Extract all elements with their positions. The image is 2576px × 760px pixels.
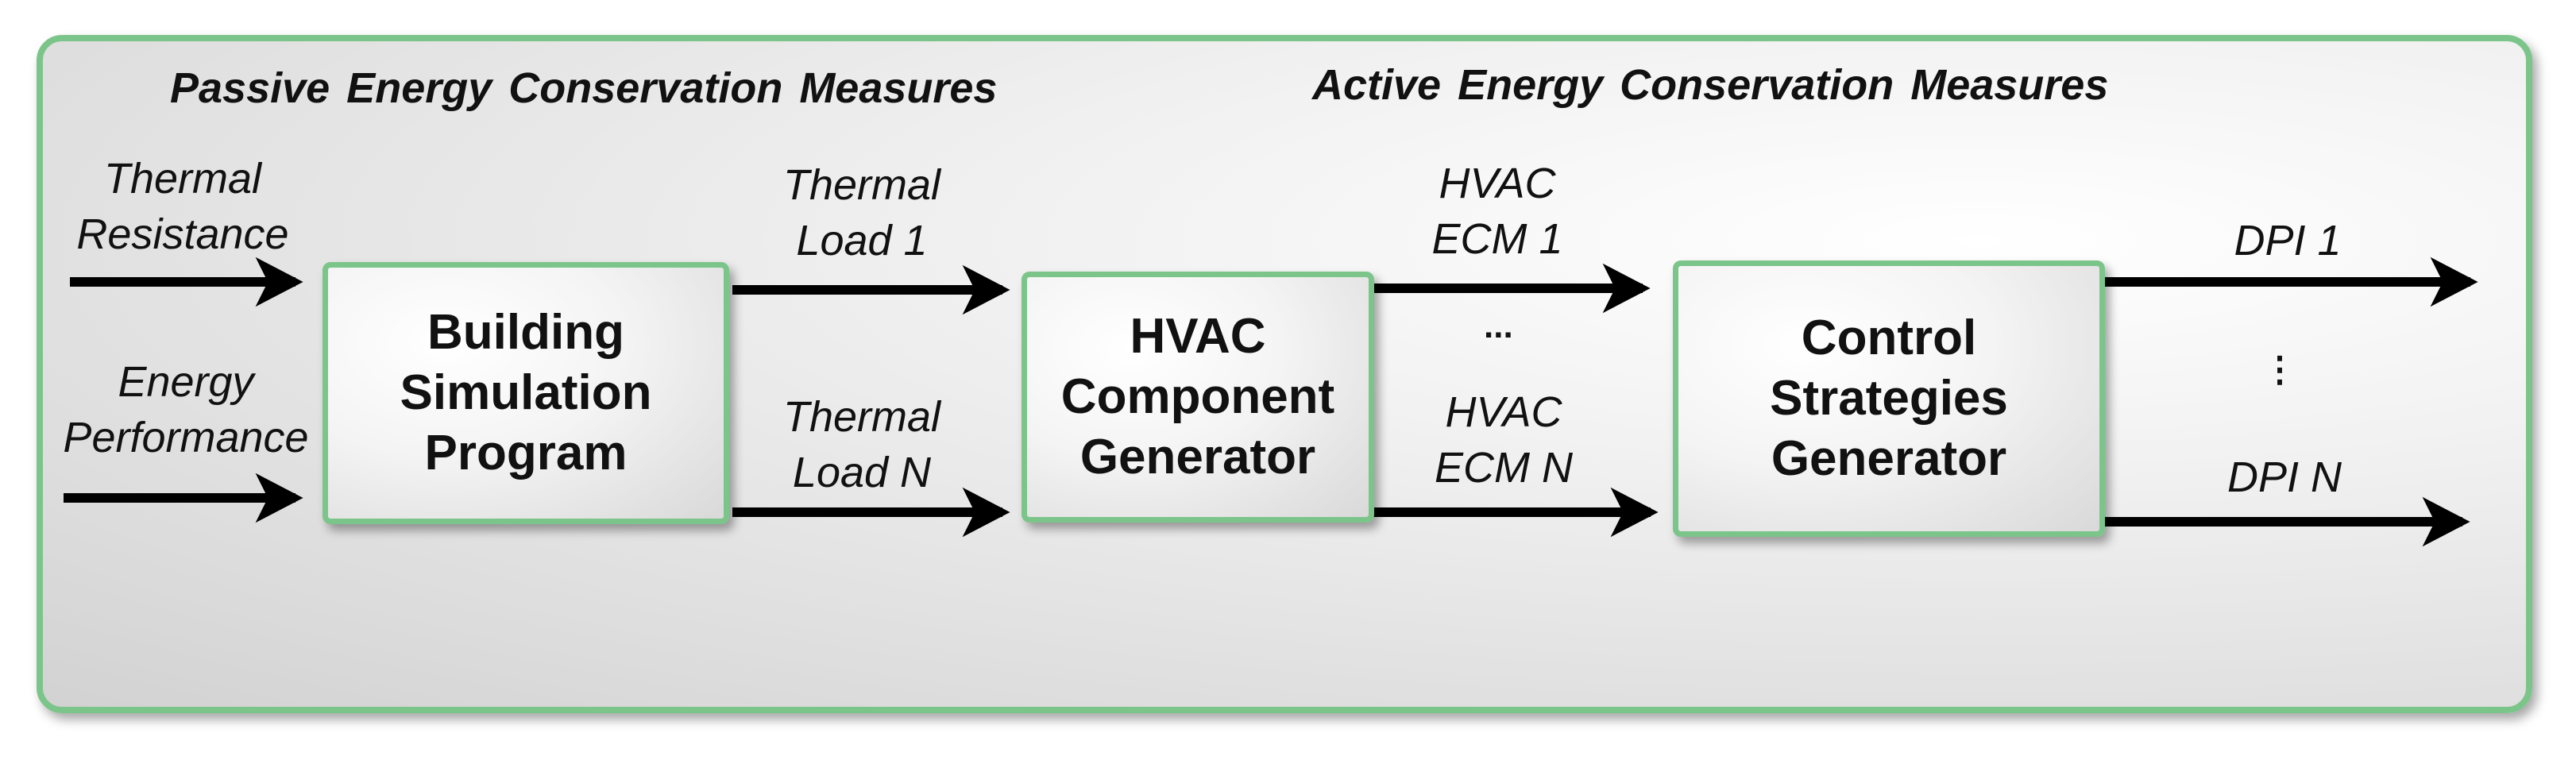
control-strategies-generator-title: Control Strategies Generator — [1770, 311, 2008, 486]
passive-measures-heading: Passive Energy Conservation Measures — [170, 64, 998, 112]
control-strategies-generator-box: Control Strategies Generator — [1673, 260, 2105, 537]
dpi-ellipsis: ⋮ — [2262, 350, 2297, 389]
label-thermal-resistance: Thermal Resistance — [76, 155, 289, 258]
label-thermal-load-n: Thermal Load N — [782, 393, 941, 496]
label-energy-performance: Energy Performance — [63, 358, 309, 461]
hvac-component-generator-title: HVAC Component Generator — [1060, 309, 1335, 484]
ecm-ellipsis: ... — [1484, 307, 1513, 345]
building-simulation-program-box: Building Simulation Program — [322, 262, 729, 524]
active-measures-heading: Active Energy Conservation Measures — [1312, 61, 2109, 109]
label-dpi-n: DPI N — [2226, 453, 2342, 501]
building-simulation-program-title: Building Simulation Program — [400, 305, 652, 480]
hvac-component-generator-box: HVAC Component Generator — [1022, 272, 1374, 523]
label-hvac-ecm-n: HVAC ECM N — [1435, 388, 1573, 492]
label-hvac-ecm-1: HVAC ECM 1 — [1431, 160, 1563, 263]
label-dpi-1: DPI 1 — [2234, 217, 2342, 264]
label-thermal-load-1: Thermal Load 1 — [782, 161, 941, 264]
